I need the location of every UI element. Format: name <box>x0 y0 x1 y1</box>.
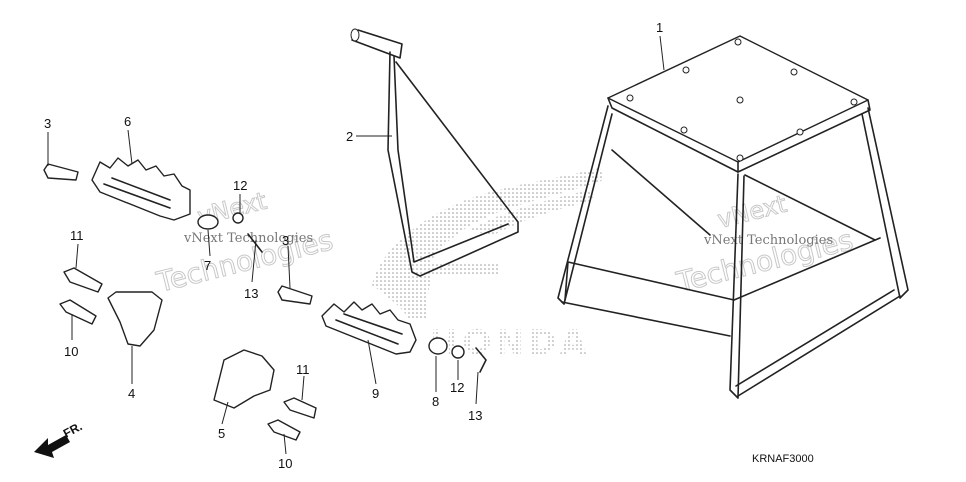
arrow-icon <box>34 435 70 458</box>
diagram-code: KRNAF3000 <box>752 453 814 465</box>
callout-13: 13 <box>244 286 258 301</box>
callout-11: 11 <box>296 362 310 377</box>
watermark-text: vNext Technologies <box>183 231 313 246</box>
callout-10: 10 <box>278 456 292 471</box>
lift-lever-part <box>350 28 519 277</box>
bolt-part <box>43 163 317 441</box>
callout-10: 10 <box>64 344 78 359</box>
callout-7: 7 <box>204 258 211 273</box>
watermark-text: vNext Technologies <box>703 233 833 248</box>
callout-12: 12 <box>450 380 464 395</box>
front-direction-indicator: FR. <box>34 419 84 458</box>
callout-9: 9 <box>372 386 379 401</box>
callout-3: 3 <box>282 233 289 248</box>
callouts: 1 2 3 6 12 11 3 7 13 10 4 9 8 12 13 11 5… <box>44 20 663 471</box>
bracket-part <box>107 291 163 347</box>
callout-11: 11 <box>70 228 84 243</box>
callout-1: 1 <box>656 20 663 35</box>
footpeg-part <box>321 301 417 355</box>
callout-5: 5 <box>218 426 225 441</box>
watermark-text: vNext <box>715 190 790 234</box>
callout-4: 4 <box>128 386 135 401</box>
footpeg-part <box>91 157 191 221</box>
stand-part <box>557 35 909 399</box>
callout-6: 6 <box>124 114 131 129</box>
leader-lines <box>47 35 665 455</box>
callout-3: 3 <box>44 116 51 131</box>
spring-part <box>197 212 487 373</box>
callout-2: 2 <box>346 129 353 144</box>
callout-12: 12 <box>233 178 247 193</box>
bracket-part <box>213 349 275 409</box>
callout-8: 8 <box>432 394 439 409</box>
callout-13: 13 <box>468 408 482 423</box>
